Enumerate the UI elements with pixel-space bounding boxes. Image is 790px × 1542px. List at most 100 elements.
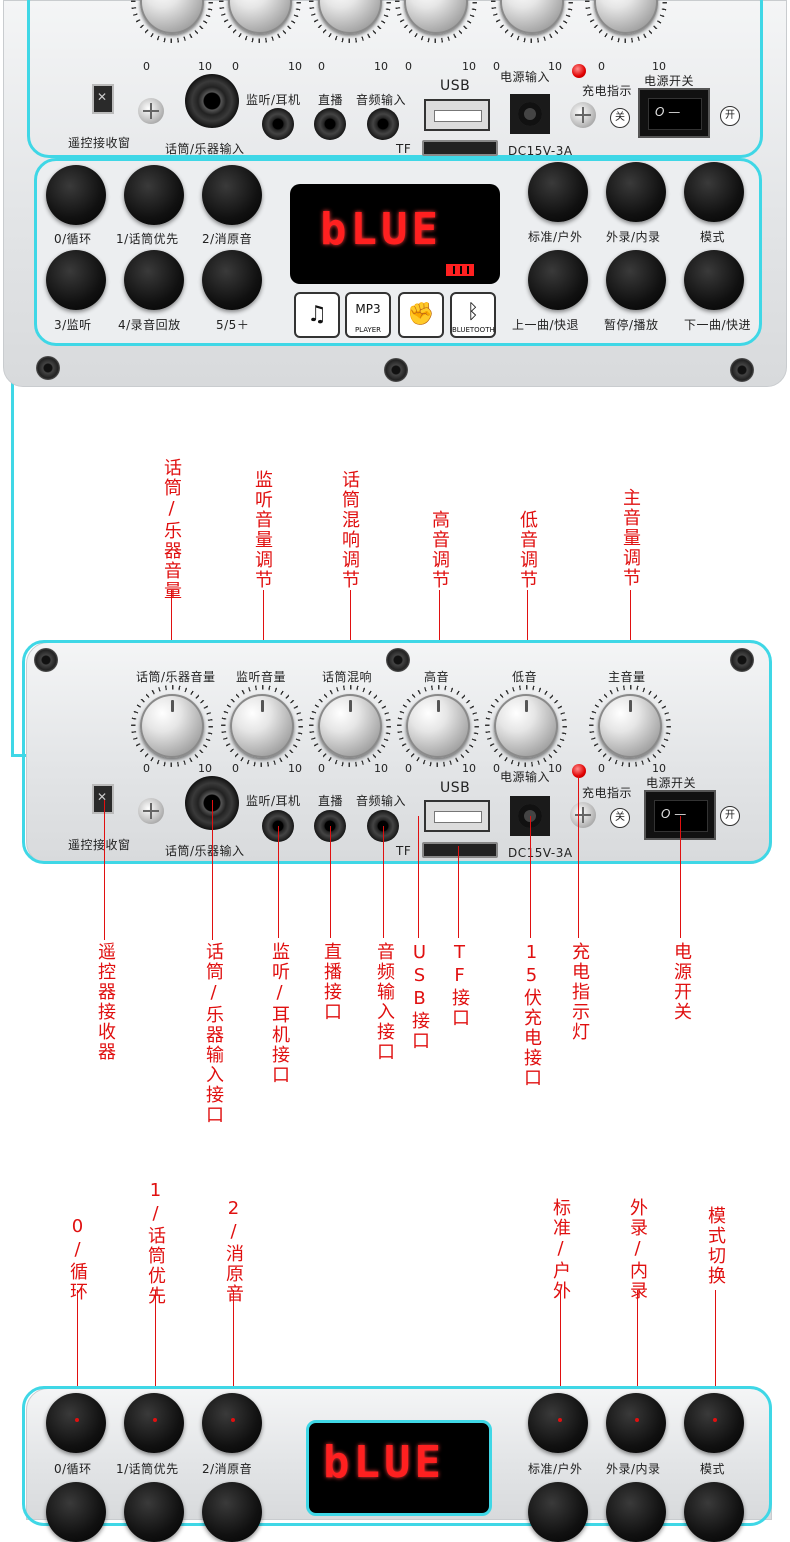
screw xyxy=(384,358,408,382)
dc-in-label: 电源输入 xyxy=(500,770,551,784)
button-mode[interactable] xyxy=(684,1393,744,1453)
audio-in-jack[interactable] xyxy=(367,108,399,140)
button-3-monitor[interactable] xyxy=(46,250,106,310)
button-4-record-playback[interactable] xyxy=(124,1482,184,1542)
tf-slot[interactable] xyxy=(422,140,498,156)
power-switch[interactable] xyxy=(638,88,710,138)
remote-label: 遥控接收窗 xyxy=(68,136,131,150)
annotation-remote-receiver: 遥控器接收器 xyxy=(95,942,116,1062)
annotation-charge-led: 充电指示灯 xyxy=(569,942,590,1042)
tick: 0 xyxy=(143,762,150,775)
screw xyxy=(570,102,596,128)
knob-label: 主音量 xyxy=(608,670,646,684)
button-1-mic-priority[interactable] xyxy=(124,165,184,225)
tick: 0 xyxy=(598,60,605,73)
knob-treble[interactable] xyxy=(404,0,468,34)
annotation-bass: 低音调节 xyxy=(517,510,538,590)
button-1-mic-priority[interactable] xyxy=(124,1393,184,1453)
button-next-forward[interactable] xyxy=(684,250,744,310)
leader-line xyxy=(680,816,681,938)
usb-port[interactable] xyxy=(424,800,490,832)
button-2-vocal-cut[interactable] xyxy=(202,165,262,225)
charge-led xyxy=(572,64,586,78)
karaoke-icon: ✊ xyxy=(398,292,444,338)
button-5-plus[interactable] xyxy=(202,250,262,310)
battery-icon xyxy=(446,264,474,276)
annotation-mic-reverb: 话筒混响调节 xyxy=(339,470,360,590)
mp3-sub: PLAYER xyxy=(354,326,382,334)
button-standard-outdoor[interactable] xyxy=(528,1393,588,1453)
knob-bass[interactable] xyxy=(494,694,558,758)
button-label: 标准/户外 xyxy=(528,1462,583,1476)
tick: 10 xyxy=(198,762,212,775)
mic-instrument-jack[interactable] xyxy=(185,74,239,128)
charge-led xyxy=(572,764,586,778)
button-label: 下一曲/快进 xyxy=(684,318,752,332)
annotation-power-switch: 电源开关 xyxy=(671,942,692,1022)
knob-treble[interactable] xyxy=(406,694,470,758)
button-standard-outdoor[interactable] xyxy=(528,162,588,222)
button-pause-play[interactable] xyxy=(606,1482,666,1542)
button-0-loop[interactable] xyxy=(46,1393,106,1453)
on-marker: 开 xyxy=(720,806,740,826)
leader-line xyxy=(104,800,105,940)
knob-mic-volume[interactable] xyxy=(140,694,204,758)
knob-monitor-volume[interactable] xyxy=(228,0,292,34)
display-text: bLUE xyxy=(323,1437,445,1488)
led-display: bLUE xyxy=(290,184,500,284)
music-note-icon: ♫ xyxy=(294,292,340,338)
button-next-forward[interactable] xyxy=(684,1482,744,1542)
mic-input-label: 话筒/乐器输入 xyxy=(165,142,245,156)
knob-bass[interactable] xyxy=(500,0,564,34)
button-prev-rewind[interactable] xyxy=(528,250,588,310)
knob-monitor-volume[interactable] xyxy=(230,694,294,758)
power-switch-label: 电源开关 xyxy=(644,74,695,88)
tick: 10 xyxy=(652,60,666,73)
annotation-btn-mode: 模式切换 xyxy=(705,1206,726,1286)
button-label: 上一曲/快退 xyxy=(512,318,580,332)
knob-master-volume[interactable] xyxy=(594,0,658,34)
tf-slot[interactable] xyxy=(422,842,498,858)
annotation-btn-standard-outdoor: 标准/户外 xyxy=(550,1198,571,1301)
button-ext-int-record[interactable] xyxy=(606,162,666,222)
button-pause-play[interactable] xyxy=(606,250,666,310)
knob-label: 低音 xyxy=(512,670,538,684)
button-2-vocal-cut[interactable] xyxy=(202,1393,262,1453)
knob-mic-reverb[interactable] xyxy=(318,0,382,34)
button-mode[interactable] xyxy=(684,162,744,222)
knob-label: 监听音量 xyxy=(236,670,287,684)
annotation-direct: 直播接口 xyxy=(321,942,342,1022)
mid-panel-highlight xyxy=(22,640,772,864)
button-3-monitor[interactable] xyxy=(46,1482,106,1542)
knob-master-volume[interactable] xyxy=(598,694,662,758)
direct-jack[interactable] xyxy=(314,108,346,140)
knob-mic-volume[interactable] xyxy=(140,0,204,34)
button-0-loop[interactable] xyxy=(46,165,106,225)
tick: 0 xyxy=(405,762,412,775)
knob-mic-reverb[interactable] xyxy=(318,694,382,758)
remote-receiver-window xyxy=(92,784,114,814)
leader-line xyxy=(418,816,419,938)
dc-jack[interactable] xyxy=(510,94,550,134)
leader-line xyxy=(233,1290,234,1420)
tick: 0 xyxy=(232,762,239,775)
cyan-guide-left xyxy=(11,60,14,756)
button-prev-rewind[interactable] xyxy=(528,1482,588,1542)
leader-line xyxy=(458,846,459,938)
tick: 10 xyxy=(652,762,666,775)
knob-label: 话筒混响 xyxy=(322,670,373,684)
tick: 0 xyxy=(318,60,325,73)
button-5-plus[interactable] xyxy=(202,1482,262,1542)
button-4-record-playback[interactable] xyxy=(124,250,184,310)
charge-label: 充电指示 xyxy=(582,786,633,800)
tick: 10 xyxy=(374,762,388,775)
monitor-jack[interactable] xyxy=(262,108,294,140)
button-ext-int-record[interactable] xyxy=(606,1393,666,1453)
usb-port[interactable] xyxy=(424,99,490,131)
tick: 0 xyxy=(405,60,412,73)
button-label: 标准/户外 xyxy=(528,230,583,244)
tick: 0 xyxy=(493,60,500,73)
leader-line xyxy=(383,826,384,938)
screw xyxy=(730,358,754,382)
